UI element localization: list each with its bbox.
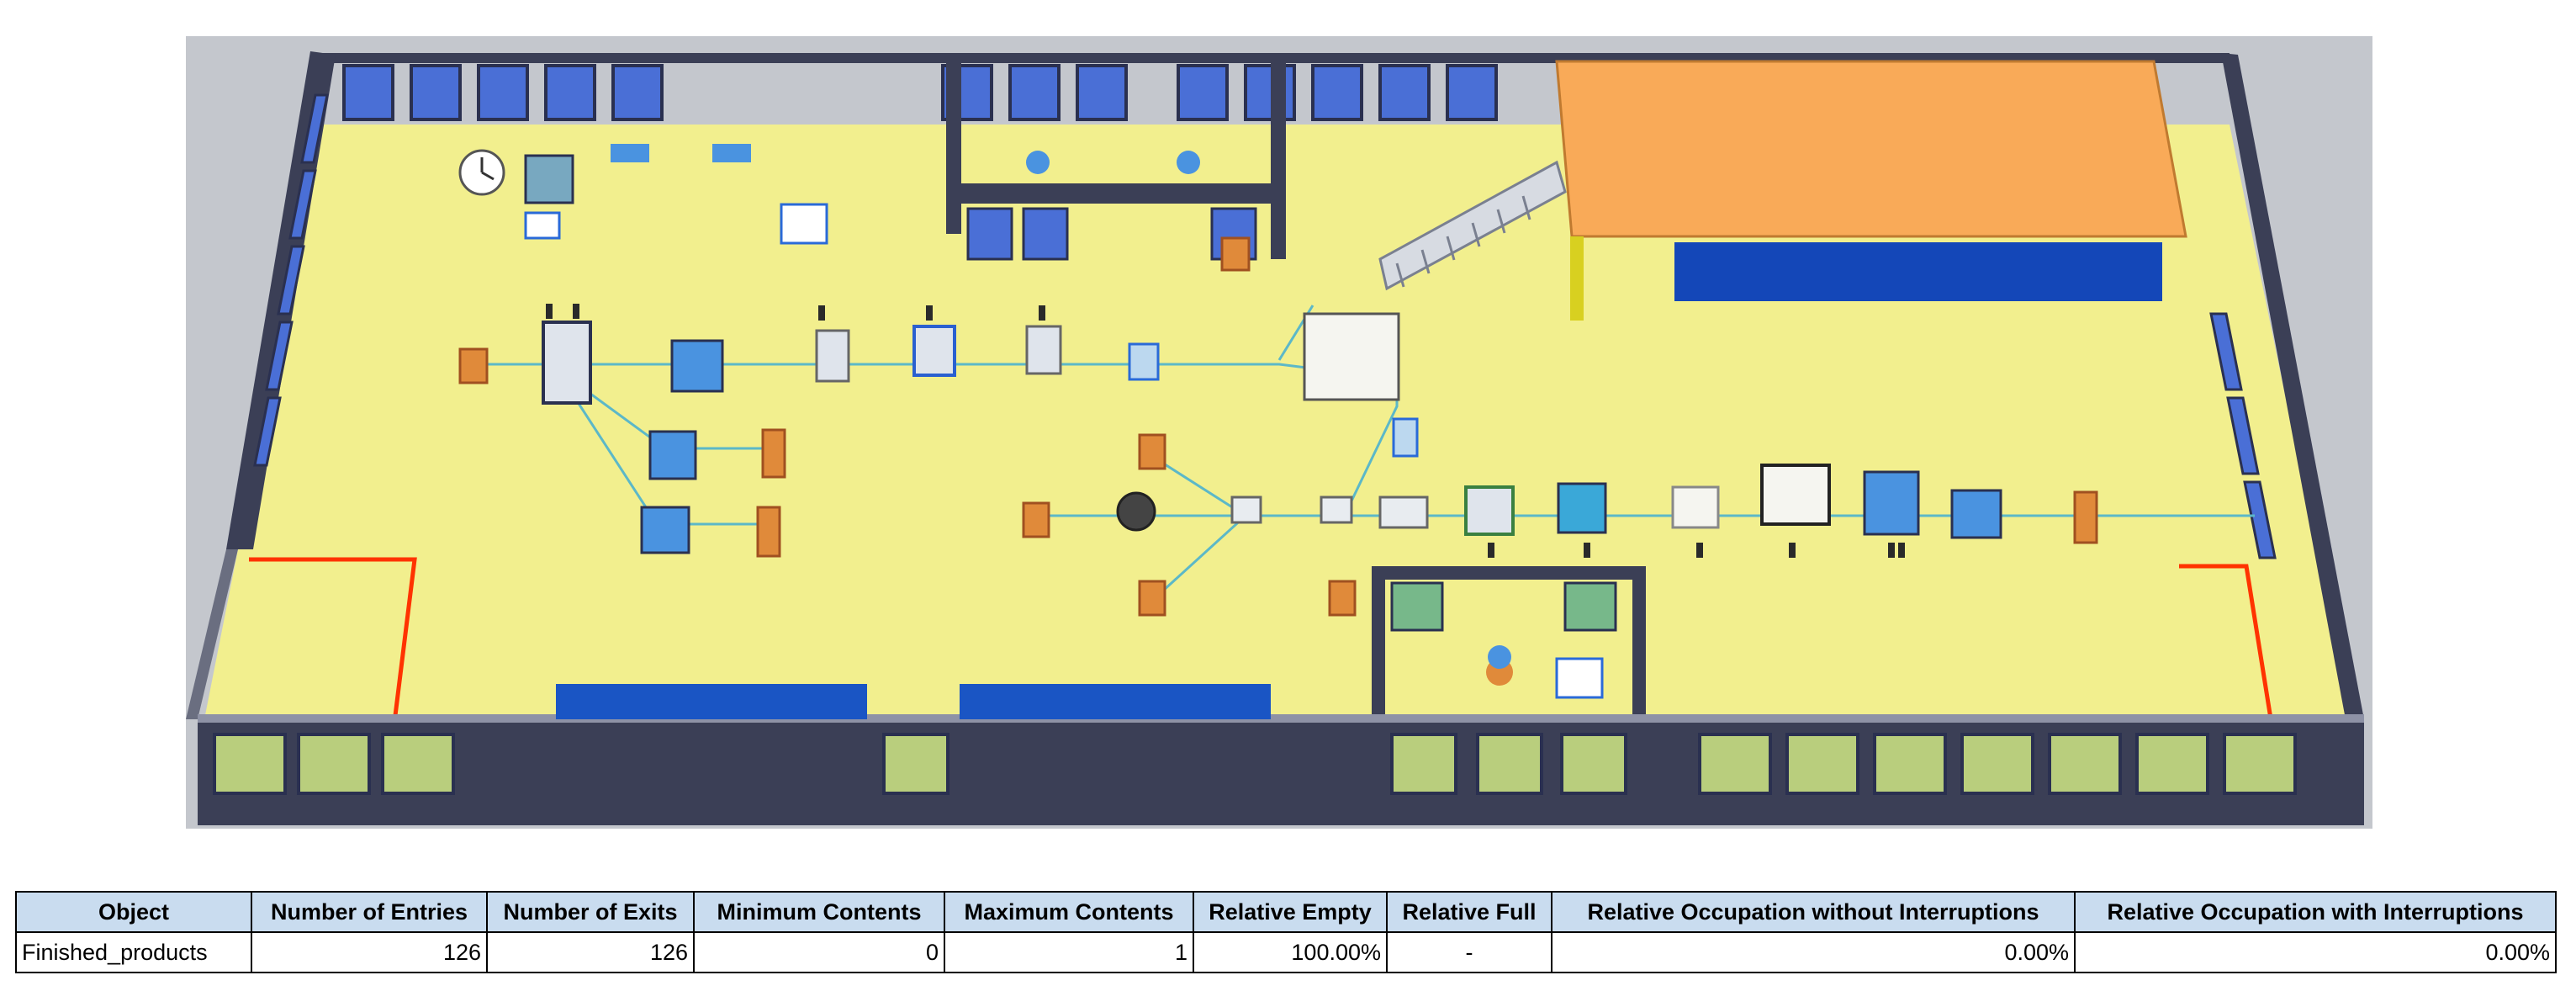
column-header-relative-full: Relative Full: [1386, 891, 1552, 933]
buffer-icon[interactable]: [1392, 417, 1419, 458]
workstation-icon[interactable]: [1320, 496, 1353, 524]
factory-3d-view[interactable]: [186, 36, 2372, 829]
settings-object-icon[interactable]: [524, 154, 574, 204]
table-row: Finished_products 126 126 0 1 100.00% - …: [15, 931, 2557, 973]
boundary-line-left: [249, 557, 417, 777]
buffer-icon[interactable]: [1220, 236, 1251, 272]
drain-icon[interactable]: [2073, 490, 2098, 544]
cell-object: Finished_products: [15, 931, 252, 973]
boundary-line-right: [2179, 564, 2282, 777]
workstation-icon[interactable]: [1025, 325, 1062, 375]
source-icon[interactable]: [1022, 501, 1050, 538]
office-worker-desk: [1488, 645, 1511, 669]
loading-dock: [556, 684, 867, 719]
office-room-wall: [1372, 566, 1385, 726]
cell-max-contents: 1: [944, 931, 1194, 973]
drain-icon[interactable]: [761, 428, 786, 479]
office-room-wall: [1632, 566, 1646, 726]
storage-room-wall: [946, 53, 961, 234]
storage-room-wall: [1271, 53, 1286, 259]
right-wall-windows: [2209, 312, 2277, 559]
storage-room-workstation: [1177, 151, 1200, 174]
cell-exits: 126: [486, 931, 695, 973]
cell-relative-empty: 100.00%: [1193, 931, 1388, 973]
buffer-icon[interactable]: [1950, 489, 2002, 539]
front-wall: [198, 716, 2364, 825]
left-wall-windows: [253, 93, 329, 467]
staircase: [1378, 160, 1567, 291]
table-header-row: Object Number of Entries Number of Exits…: [15, 891, 2557, 933]
source-icon[interactable]: [1328, 580, 1357, 617]
desk: [611, 144, 649, 162]
storage-room-windows: [966, 207, 1257, 261]
office-room-back-wall: [1372, 566, 1646, 580]
source-icon[interactable]: [1138, 580, 1166, 617]
front-wall-top: [198, 714, 2364, 723]
method-icon[interactable]: [524, 211, 561, 240]
left-wall-lower: [186, 549, 238, 719]
storage-room-workstation: [1026, 151, 1050, 174]
loading-dock: [960, 684, 1271, 719]
back-wall-windows: [342, 64, 1498, 121]
desk: [712, 144, 751, 162]
workstation-icon[interactable]: [542, 321, 592, 405]
workstation-icon[interactable]: [1863, 470, 1920, 536]
workstation-icon[interactable]: [1230, 496, 1262, 524]
buffer-icon[interactable]: [648, 430, 697, 480]
cell-min-contents: 0: [693, 931, 945, 973]
front-wall-windows: [213, 733, 2297, 795]
drain-icon[interactable]: [756, 506, 781, 558]
source-icon[interactable]: [458, 347, 489, 384]
workstation-icon[interactable]: [912, 325, 956, 377]
cell-relative-full: -: [1386, 931, 1552, 973]
storage-room-front-wall: [946, 183, 1286, 204]
right-wall: [2221, 53, 2364, 719]
workstation-icon[interactable]: [1378, 496, 1429, 529]
workstation-icon[interactable]: [1557, 482, 1607, 534]
column-header-relative-empty: Relative Empty: [1193, 891, 1388, 933]
column-header-object: Object: [15, 891, 252, 933]
source-icon[interactable]: [1138, 433, 1166, 470]
column-header-max-contents: Maximum Contents: [944, 891, 1194, 933]
workstation-icon[interactable]: [1464, 485, 1515, 536]
mezzanine-roof: [1555, 60, 2187, 238]
storage-room-floor: [961, 125, 1271, 183]
mezzanine-rack: [1674, 242, 2162, 301]
method-icon[interactable]: [780, 203, 828, 245]
cell-occupation-with: 0.00%: [2074, 931, 2557, 973]
method-icon[interactable]: [1555, 657, 1604, 699]
cell-occupation-without: 0.00%: [1551, 931, 2076, 973]
buffer-icon[interactable]: [1128, 342, 1160, 381]
cell-entries: 126: [251, 931, 488, 973]
buffer-icon[interactable]: [640, 506, 690, 554]
worker-icon[interactable]: [546, 304, 1905, 558]
workstation-icon[interactable]: [1760, 464, 1831, 526]
column-header-occupation-without: Relative Occupation without Interruption…: [1551, 891, 2076, 933]
column-header-entries: Number of Entries: [251, 891, 488, 933]
event-controller-icon[interactable]: [458, 149, 505, 196]
column-header-occupation-with: Relative Occupation with Interruptions: [2074, 891, 2557, 933]
statistics-table: Object Number of Entries Number of Exits…: [15, 891, 2557, 973]
workstation-icon[interactable]: [1671, 485, 1720, 529]
column-header-min-contents: Minimum Contents: [693, 891, 945, 933]
column-header-exits: Number of Exits: [486, 891, 695, 933]
buffer-icon[interactable]: [670, 339, 724, 393]
mezzanine-pillar: [1570, 236, 1584, 321]
workstation-icon[interactable]: [1116, 491, 1156, 532]
workstation-icon[interactable]: [815, 329, 850, 383]
assembly-station[interactable]: [1303, 312, 1400, 401]
office-room-windows: [1390, 581, 1617, 632]
